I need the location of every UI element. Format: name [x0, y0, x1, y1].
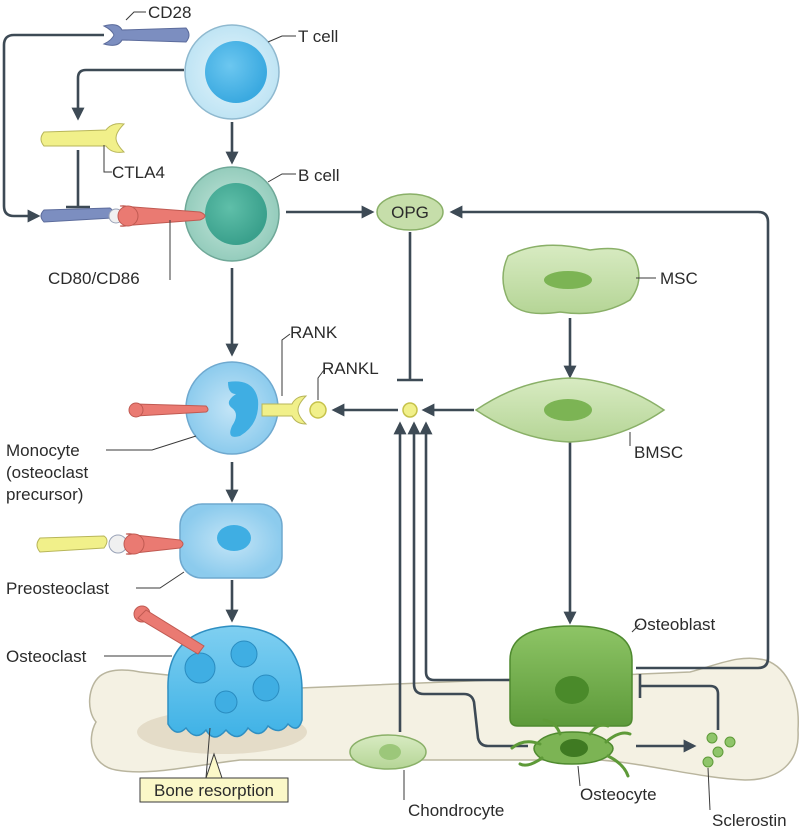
osteocyte-cell — [510, 718, 632, 778]
connectors — [2, 33, 770, 753]
label-bone-resorption: Bone resorption — [154, 781, 274, 800]
rankl-ligand-icon — [309, 401, 327, 419]
b-cell — [184, 166, 280, 262]
preosteoclast-complex — [36, 533, 184, 555]
osteoclast-cell — [167, 625, 303, 738]
ctla4-receptor-icon — [40, 123, 126, 153]
bone-resorption-callout: Bone resorption — [139, 752, 289, 803]
label-osteoclast: Osteoclast — [6, 647, 87, 666]
monocyte-cell — [185, 361, 279, 455]
cd28-receptor-icon — [102, 24, 190, 46]
bmsc-nucleus — [544, 399, 592, 421]
labels: CD28 T cell CTLA4 B cell CD80/CD86 OPG M… — [6, 3, 787, 827]
opg-node — [376, 193, 444, 231]
rank-receptor-icon — [261, 395, 308, 425]
label-monocyte-line2: (osteoclast — [6, 463, 88, 482]
bmsc-cell — [474, 377, 666, 443]
leader-lines — [103, 11, 711, 811]
label-b-cell: B cell — [298, 166, 340, 185]
label-osteoblast: Osteoblast — [634, 615, 716, 634]
label-bmsc: BMSC — [634, 443, 683, 462]
label-opg: OPG — [391, 203, 429, 222]
label-rankl: RANKL — [322, 359, 379, 378]
chondrocyte-nucleus — [379, 744, 401, 760]
osteoblast-cell — [509, 625, 633, 727]
label-ctla4: CTLA4 — [112, 163, 165, 182]
msc-nucleus — [544, 271, 592, 289]
osteocyte-nucleus — [560, 739, 588, 757]
preosteoclast-nucleus — [217, 525, 251, 551]
cd80-ligand-icon — [40, 205, 206, 227]
label-rank: RANK — [290, 323, 338, 342]
label-chondrocyte: Chondrocyte — [408, 801, 504, 820]
rankl-central-dot — [402, 402, 418, 418]
label-cd80-cd86: CD80/CD86 — [48, 269, 140, 288]
monocyte-nucleus — [228, 381, 259, 437]
label-preosteoclast: Preosteoclast — [6, 579, 109, 598]
label-cd28: CD28 — [148, 3, 191, 22]
b-cell-nucleus — [205, 183, 267, 245]
label-osteocyte: Osteocyte — [580, 785, 657, 804]
label-msc: MSC — [660, 269, 698, 288]
osteoclast-red-receptor — [133, 605, 205, 655]
monocyte-red-receptor — [128, 402, 209, 418]
label-sclerostin: Sclerostin — [712, 811, 787, 827]
label-t-cell: T cell — [298, 27, 338, 46]
chondrocyte-cell — [349, 734, 427, 770]
preosteoclast-cell — [179, 503, 283, 579]
t-cell-nucleus — [205, 41, 267, 103]
t-cell — [184, 24, 280, 120]
msc-cell — [502, 244, 640, 315]
osteoblast-nucleus — [555, 676, 589, 704]
label-monocyte-line1: Monocyte — [6, 441, 80, 460]
sclerostin-particles-icon — [702, 732, 736, 768]
label-monocyte-line3: precursor) — [6, 485, 83, 504]
